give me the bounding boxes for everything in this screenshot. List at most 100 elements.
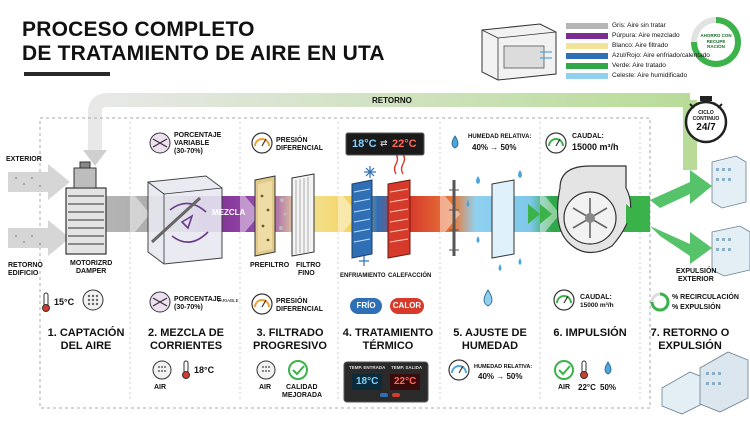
temperature-display-top — [345, 132, 425, 156]
mixing-chamber — [147, 175, 223, 265]
stage-title-line-2: TÉRMICO — [362, 340, 414, 352]
display-arrows: ⇄ — [380, 138, 388, 148]
fine-filter-label-2: FINO — [298, 270, 315, 277]
stage-title-line-1: 3. FILTRADO — [256, 327, 324, 339]
quality-label-2: MEJORADA — [282, 392, 323, 399]
cooling-label: ENFRIAMIENTO — [340, 273, 386, 279]
supply-fan — [528, 165, 638, 254]
stage-title-line-2: CORRIENTES — [149, 340, 223, 352]
legend-item: Verde: Aire tratado — [566, 62, 686, 70]
heat-badge: CALOR — [390, 298, 424, 314]
display-hot: 22°C — [392, 138, 417, 150]
legend-label: Azul/Rojo: Aire enfriado/calentado — [612, 52, 710, 59]
legend-swatch — [566, 33, 608, 39]
pressure-bottom-2: DIFERENCIAL — [276, 306, 324, 313]
temperature-display-bottom — [343, 361, 429, 403]
title-line-2: DE TRATAMIENTO DE AIRE EN UTA — [22, 42, 385, 65]
inlet-temp-label: TEMP. ENTRADA — [349, 365, 386, 370]
savings-ring-label: AHORRO CON RECUPE RACIÓN — [700, 33, 732, 49]
legend-item: Azul/Rojo: Aire enfriado/calentado — [566, 52, 710, 60]
mix-arrow-label: MEZCLA — [212, 208, 246, 217]
buildings — [661, 155, 750, 415]
mix-pct-top-1: PORCENTAJE — [174, 132, 222, 139]
legend-swatch — [566, 73, 608, 79]
heating-label: CALEFACCIÓN — [388, 273, 432, 279]
stage-title-line-2: EXPULSIÓN — [658, 340, 722, 352]
mix-temperature: 18°C — [194, 365, 215, 375]
pressure-top-1: PRESIÓN — [276, 137, 308, 144]
title-line-1: PROCESO COMPLETO — [22, 18, 255, 41]
stage-title: 6. IMPULSIÓN — [540, 327, 640, 340]
exit-arrows — [650, 170, 712, 264]
legend-label: Gris: Aire sin tratar — [612, 22, 666, 29]
cycle-line-3: 24/7 — [696, 122, 716, 133]
legend-item: Celeste: Aire humidificado — [566, 72, 688, 80]
mix-pct-top-2: VARIABLE — [174, 140, 210, 147]
filter-air-label: AIR — [259, 384, 272, 391]
prefilter-label: PREFILTRO — [250, 262, 290, 269]
exterior-label: EXTERIOR — [6, 156, 42, 163]
legend-swatch — [566, 53, 608, 59]
damper-label-1: MOTORIZRD — [70, 260, 113, 267]
supply-humidity: 50% — [600, 383, 617, 392]
legend-label: Celeste: Aire humidificado — [612, 72, 688, 79]
stage-icons — [42, 132, 612, 381]
mix-pct-top-3: (30-70%) — [174, 148, 203, 155]
flow-top-2: 15000 m³/h — [572, 142, 619, 152]
legend-item: Púrpura: Aire mezclado — [566, 32, 686, 40]
exhaust-pct-label: % EXPULSIÓN — [672, 304, 721, 311]
building-return-label-2: EDIFICIO — [8, 270, 39, 277]
fine-filter-label-1: FILTRO — [296, 262, 321, 269]
mix-pct-bottom-1: PORCENTAJE — [174, 296, 222, 303]
legend-item: Blanco: Aire filtrado — [566, 42, 686, 50]
motorized-damper — [65, 161, 107, 255]
supply-air-label: AIR — [558, 384, 571, 391]
legend-swatch — [566, 43, 608, 49]
stage-title-line-1: 6. IMPULSIÓN — [553, 327, 627, 339]
outlet-temp-value: 22°C — [394, 376, 417, 387]
flow-top-1: CAUDAL: — [572, 133, 604, 140]
page-title: PROCESO COMPLETO DE TRATAMIENTO DE AIRE … — [22, 18, 385, 66]
stage-title-line-2: HUMEDAD — [461, 340, 519, 352]
legend-label: Blanco: Aire filtrado — [612, 42, 669, 49]
stage-title-line-1: 5. AJUSTE DE — [453, 327, 527, 339]
inlet-temp-value: 18°C — [356, 376, 379, 387]
mix-pct-bottom-2: (30-70%) — [174, 304, 203, 311]
recirculation-ring-icon — [650, 292, 670, 312]
cycle-badge: CICLO CONTINUO 24/7 — [690, 110, 722, 133]
ahu-unit-icon — [481, 23, 557, 81]
stage-title-line-1: 7. RETORNO O — [650, 327, 730, 339]
cycle-line-2: CONTINUO — [692, 116, 720, 122]
legend-label: Púrpura: Aire mezclado — [612, 32, 680, 39]
legend-swatch — [566, 23, 608, 29]
stage-title-line-2: PROGRESIVO — [253, 340, 327, 352]
return-label: RETORNO — [372, 96, 412, 105]
display-cold: 18°C — [352, 138, 377, 150]
savings-ring-icon — [691, 17, 741, 67]
humidity-top-2: 40% → 50% — [472, 143, 517, 152]
intake-arrows — [8, 164, 70, 256]
thermal-coils — [351, 153, 411, 266]
flow-bottom-2: 15000 m³/h — [580, 302, 614, 309]
humidity-top-1: HUMEDAD RELATIVA: — [468, 134, 532, 140]
flow-bottom-1: CAUDAL: — [580, 294, 612, 301]
damper-label-2: DAMPER — [76, 268, 107, 275]
stage-title-line-1: 4. TRATAMIENTO — [342, 327, 434, 339]
legend-label: Verde: Aire tratado — [612, 62, 666, 69]
title-underline — [24, 72, 110, 76]
legend-swatch — [566, 63, 608, 69]
recirculation-pct-label: % RECIRCULACIÓN — [672, 294, 739, 301]
legend-item: Gris: Aire sin tratar — [566, 22, 686, 30]
cycle-clock-icon — [684, 96, 728, 144]
pressure-top-2: DIFERENCIAL — [276, 145, 324, 152]
building-return-label-1: RETORNO — [8, 262, 43, 269]
humidity-bottom-1: HUMEDAD RELATIVA: — [474, 364, 533, 370]
exhaust-label-1: EXPULSIÓN — [676, 268, 717, 275]
